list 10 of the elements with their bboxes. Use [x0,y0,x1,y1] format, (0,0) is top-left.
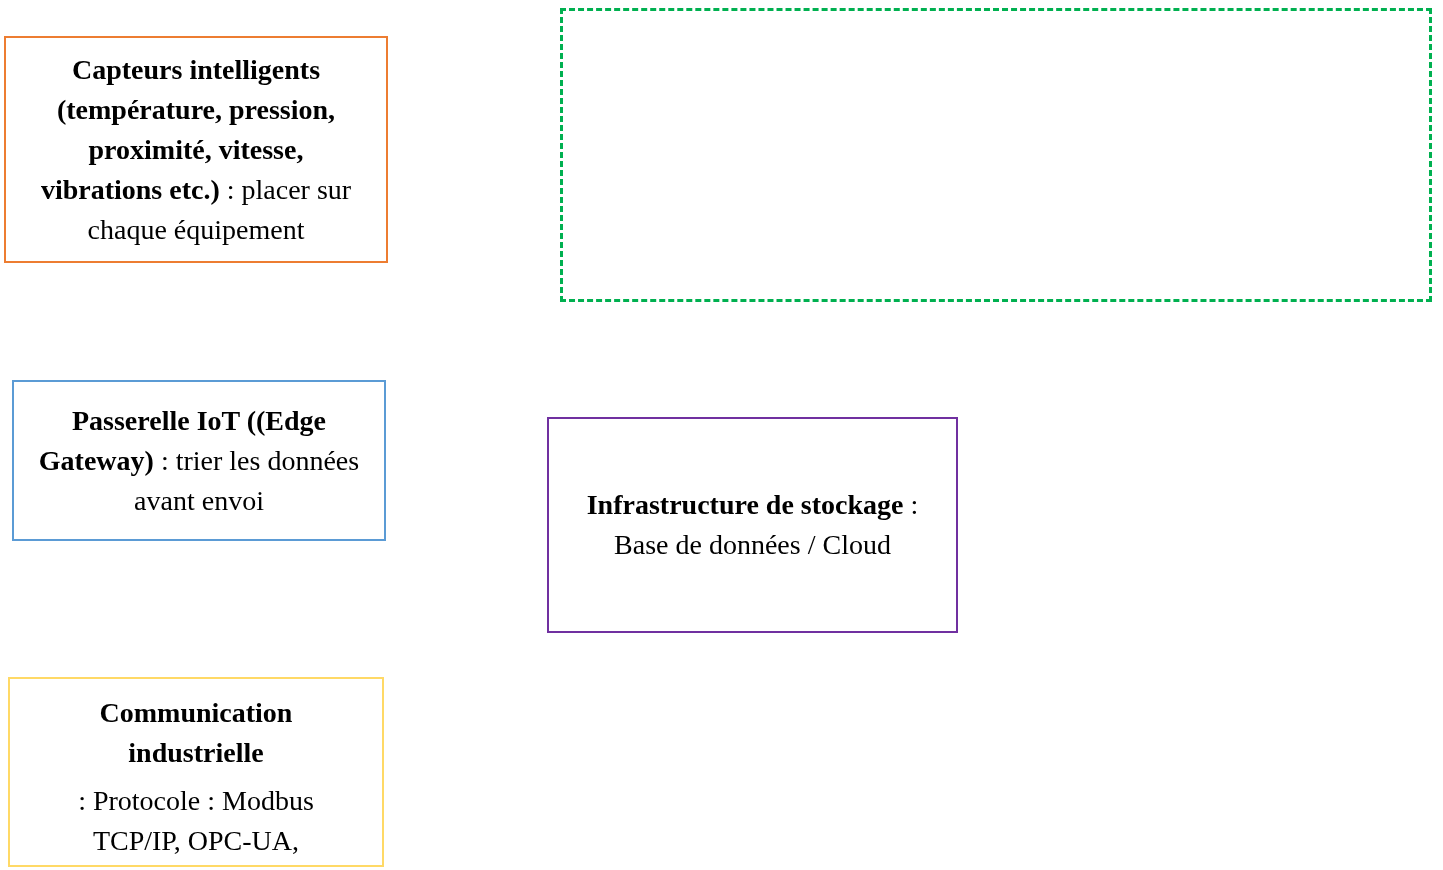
text-box [8,677,384,867]
box-text: : Protocole : Modbus TCP/IP, OPC-UA, [77,784,315,858]
text-box [12,380,386,541]
box-text: Capteurs intelligents (température, pression, proximité, vitesse, vibrations etc.) : placer sur chaque équipement [39,52,353,247]
text-box [4,36,388,263]
box-heading: Communication industrielle [98,696,294,770]
box-text: Passerelle IoT ((Edge Gateway) : trier les données avant envoi [37,403,361,518]
dashed-frame [560,8,1432,302]
box-text: Infrastructure de stockage : Base de données / Cloud [585,488,920,562]
text-box [547,417,958,633]
